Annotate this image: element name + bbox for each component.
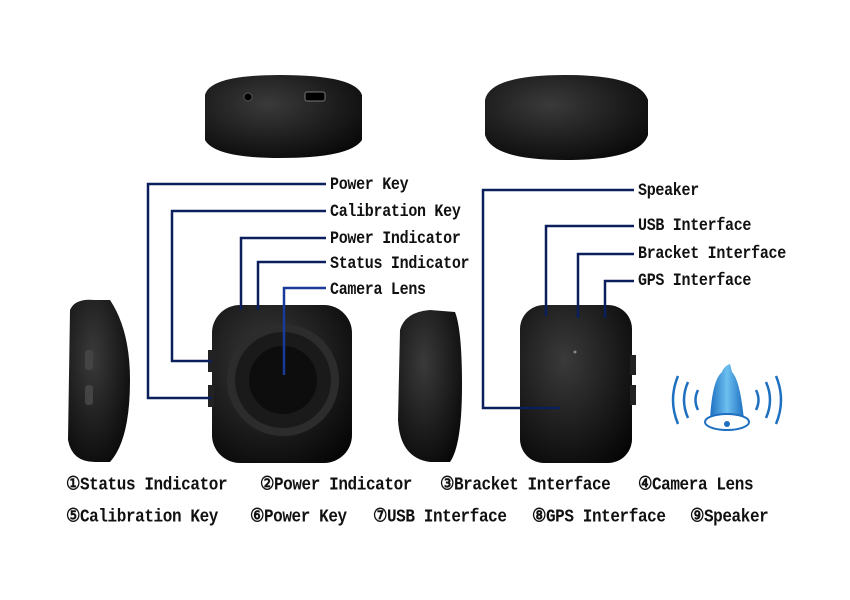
device-front-view: [208, 305, 352, 463]
callout-gps-interface: GPS Interface: [638, 271, 752, 291]
legend-item: ①Status Indicator: [66, 474, 228, 495]
device-left-side-view: [68, 299, 130, 462]
callout-power-indicator: Power Indicator: [330, 229, 461, 249]
callout-usb-interface: USB Interface: [638, 216, 752, 236]
callout-speaker: Speaker: [638, 181, 699, 201]
legend-item: ⑦USB Interface: [373, 506, 507, 527]
device-top-view: [205, 75, 362, 158]
legend-item: ⑨Speaker: [690, 506, 769, 527]
legend-item: ⑧GPS Interface: [532, 506, 666, 527]
legend-item: ②Power Indicator: [260, 474, 412, 495]
leader-lines: [146, 182, 634, 410]
legend-item: ⑥Power Key: [250, 506, 347, 527]
legend-item: ⑤Calibration Key: [66, 506, 218, 527]
callout-power-key: Power Key: [330, 175, 409, 195]
callout-calibration-key: Calibration Key: [330, 202, 461, 222]
legend-item: ③Bracket Interface: [440, 474, 611, 495]
device-right-side-view: [398, 310, 462, 462]
device-bottom-view: [485, 75, 648, 160]
device-back-view: [520, 305, 636, 463]
legend-item: ④Camera Lens: [638, 474, 754, 495]
bell-speaker-icon: [671, 364, 783, 431]
callout-camera-lens: Camera Lens: [330, 280, 426, 300]
callout-status-indicator: Status Indicator: [330, 254, 470, 274]
callout-bracket-interface: Bracket Interface: [638, 244, 786, 264]
